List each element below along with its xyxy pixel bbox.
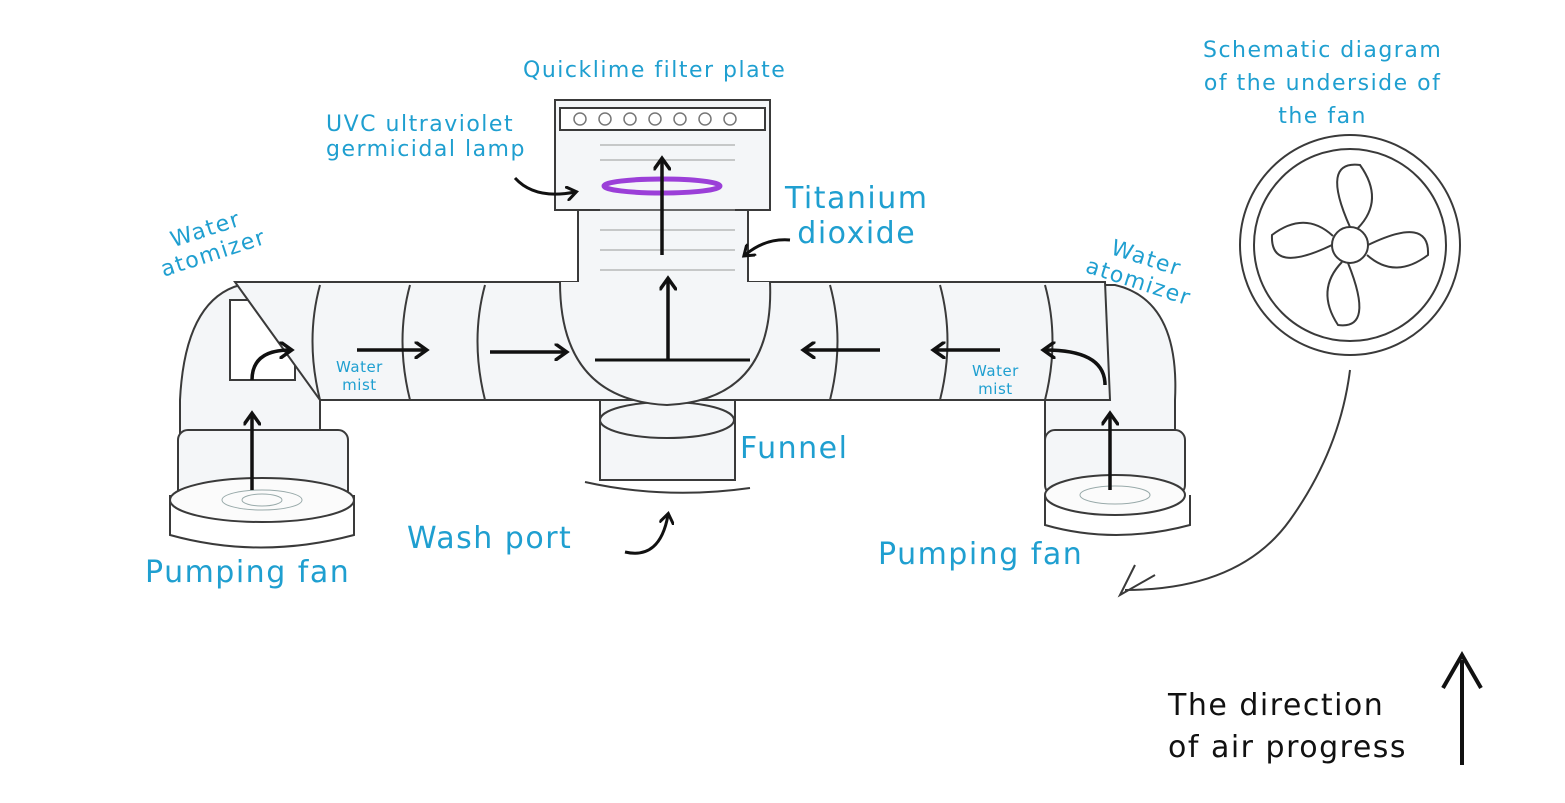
legend-up-arrow	[1441, 650, 1483, 765]
uvc-lamp-label: UVC ultraviolet germicidal lamp	[326, 112, 526, 163]
fan-underside-icon	[1239, 134, 1461, 356]
fan-schematic-label: Schematic diagram of the underside of th…	[1203, 34, 1442, 133]
left-fan-blades	[221, 489, 303, 511]
fan-schematic-line2: of the underside of	[1203, 71, 1442, 96]
pumping-fan-right-label: Pumping fan	[878, 537, 1084, 572]
wash-port-label: Wash port	[407, 521, 573, 556]
water-mist-left-line1: Water	[336, 358, 383, 376]
fan-pointer-line	[1124, 369, 1351, 591]
fan-pointer-head	[1117, 564, 1156, 598]
pumping-fan-left-label: Pumping fan	[145, 555, 351, 590]
legend-line2: of air progress	[1168, 730, 1408, 765]
uvc-lamp-label-line2: germicidal lamp	[326, 137, 526, 163]
water-mist-right-label: Water mist	[972, 362, 1019, 398]
air-direction-legend-label: The direction of air progress	[1168, 685, 1407, 769]
titanium-dioxide-label-line1: Titanium	[785, 181, 929, 216]
legend-line1: The direction	[1168, 688, 1385, 723]
funnel-label: Funnel	[740, 431, 849, 466]
water-mist-left-label: Water mist	[336, 358, 383, 394]
right-fan-blades	[1079, 485, 1151, 505]
uvc-lamp-label-line1: UVC ultraviolet	[326, 112, 515, 137]
titanium-dioxide-label: Titanium dioxide	[785, 181, 929, 251]
quicklime-filter-plate-label: Quicklime filter plate	[523, 58, 787, 83]
fan-schematic-line1: Schematic diagram	[1203, 38, 1443, 63]
pointer-arrows	[513, 176, 791, 555]
titanium-dioxide-label-line2: dioxide	[797, 215, 917, 251]
water-mist-left-line2: mist	[342, 376, 377, 394]
funnel	[584, 399, 751, 494]
water-mist-right-line1: Water	[972, 362, 1019, 380]
fan-schematic-line3: the fan	[1278, 104, 1368, 129]
water-mist-right-line2: mist	[978, 380, 1013, 398]
flow-arrows	[252, 160, 1110, 490]
